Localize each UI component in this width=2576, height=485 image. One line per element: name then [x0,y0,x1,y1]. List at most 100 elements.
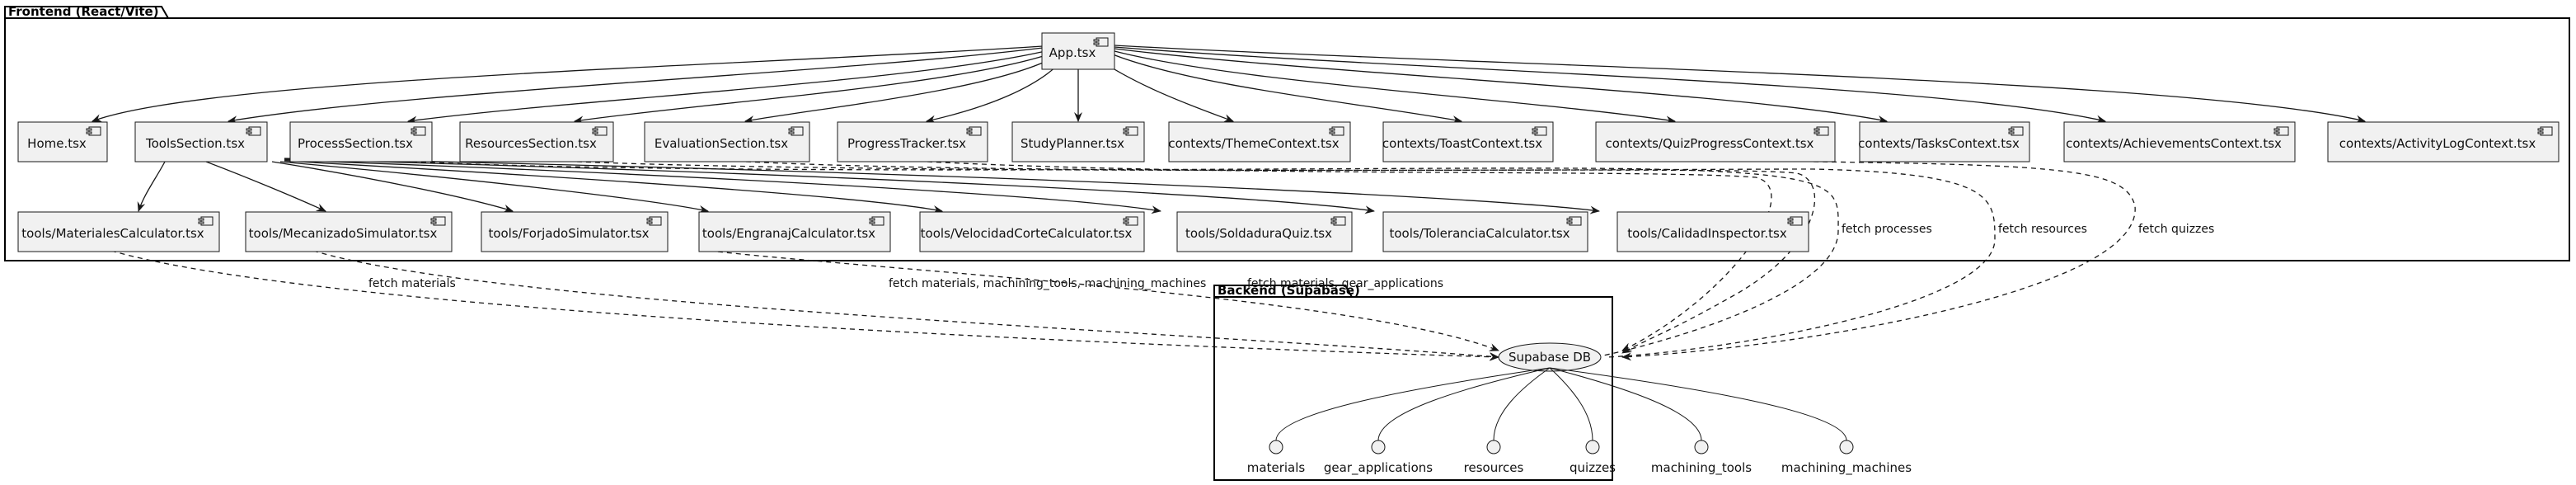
component-box [17,211,220,252]
component-tolerancia-calc[interactable]: tools/ToleranciaCalculator.tsx [1382,211,1588,252]
component-soldadura-quiz[interactable]: tools/SoldaduraQuiz.tsx [1176,211,1353,252]
component-forjado-sim[interactable]: tools/ForjadoSimulator.tsx [481,211,669,252]
component-icon [592,126,608,136]
component-calidad-inspector[interactable]: tools/CalidadInspector.tsx [1616,211,1809,252]
edge-app-tasks [1114,48,1888,124]
component-quiz-progress-context[interactable]: contexts/QuizProgressContext.tsx [1595,121,1836,162]
component-icon [86,126,101,136]
component-theme-context[interactable]: contexts/ThemeContext.tsx [1168,121,1351,162]
edge-label-fetch-machining: fetch materials, machining_tools, machin… [889,277,1206,290]
component-box [1168,121,1351,162]
db-table-label: quizzes [1570,460,1616,475]
component-label: tools/VelocidadCorteCalculator.tsx [921,226,1133,241]
component-materiales-calc[interactable]: tools/MaterialesCalculator.tsx [17,211,220,252]
supabase-db[interactable]: Supabase DB [1498,342,1602,372]
component-label: contexts/QuizProgressContext.tsx [1606,136,1814,151]
edge-quiz-db [1621,161,2136,361]
edge-process-db [411,161,1839,357]
component-icon [246,126,261,136]
component-box [1382,211,1588,252]
db-table-quizzes[interactable]: quizzes [1549,367,1616,475]
edge-label-fetch-processes: fetch processes [1842,223,1932,236]
component-label: tools/MecanizadoSimulator.tsx [249,226,438,241]
component-box [245,211,453,252]
component-engranaj-calc[interactable]: tools/EngranajCalculator.tsx [698,211,891,252]
frontend-package-title: Frontend (React/Vite) [8,4,159,19]
edge-app-process [407,50,1046,125]
component-icon [1814,126,1829,136]
component-evaluation-section[interactable]: EvaluationSection.tsx [644,121,810,162]
db-table-label: resources [1464,460,1524,475]
edge-resources-db [576,161,1996,358]
component-icon [2273,126,2289,136]
component-icon [1123,216,1138,226]
component-label: tools/ForjadoSimulator.tsx [488,226,649,241]
component-label: tools/CalidadInspector.tsx [1627,226,1787,241]
component-tools-section[interactable]: ToolsSection.tsx [134,121,268,162]
edge-app-resources [574,54,1049,125]
component-label: contexts/AchievementsContext.tsx [2066,136,2282,151]
component-toast-context[interactable]: contexts/ToastContext.tsx [1382,121,1554,162]
component-tasks-context[interactable]: contexts/TasksContext.tsx [1858,121,2030,162]
db-table-link [1549,367,1593,441]
component-label: StudyPlanner.tsx [1021,136,1124,151]
component-box [459,121,614,162]
component-achievements-context[interactable]: contexts/AchievementsContext.tsx [2063,121,2296,162]
edge-mecanizado-db [312,250,1499,361]
component-mecanizado-sim[interactable]: tools/MecanizadoSimulator.tsx [245,211,453,252]
component-home[interactable]: Home.tsx [17,121,108,162]
db-table-link [1549,367,1702,441]
edge-materiales-db [110,250,1499,361]
component-icon [1532,126,1547,136]
component-label: ProcessSection.tsx [298,136,413,151]
component-label: tools/SoldaduraQuiz.tsx [1185,226,1332,241]
component-study-planner[interactable]: StudyPlanner.tsx [1011,121,1145,162]
edge-label-fetch-gear: fetch materials, gear_applications [1247,277,1443,290]
edge-app-activity [1114,45,2366,124]
edge-tools-materiales [137,161,166,212]
component-box [1595,121,1836,162]
component-label: contexts/ToastContext.tsx [1382,136,1542,151]
component-box [134,121,268,162]
component-box [2063,121,2296,162]
edge-tools-tolerancia [284,158,1375,214]
component-icon [1093,37,1109,47]
component-label: tools/EngranajCalculator.tsx [702,226,875,241]
component-label: contexts/ThemeContext.tsx [1168,136,1339,151]
component-box [1176,211,1353,252]
backend-package: Backend (Supabase) [1213,283,1613,481]
component-icon [198,216,213,226]
db-table-link [1493,367,1551,441]
db-table-machining-tools[interactable]: machining_tools [1549,367,1752,476]
component-box [1011,121,1145,162]
component-icon [1329,126,1344,136]
component-icon [411,126,426,136]
db-table-resources[interactable]: resources [1464,367,1551,475]
component-box [2327,121,2560,162]
component-app[interactable]: App.tsx [1041,32,1115,70]
db-table-label: machining_machines [1781,460,1912,476]
component-box [644,121,810,162]
component-box [1859,121,2030,162]
db-table-machining-machines[interactable]: machining_machines [1549,367,1912,476]
component-process-section[interactable]: ProcessSection.tsx [289,121,433,162]
db-table-label: machining_tools [1651,460,1752,476]
component-progress-tracker[interactable]: ProgressTracker.tsx [837,121,988,162]
edge-tools-soldadura [284,159,1161,214]
db-table-label: gear_applications [1324,460,1433,476]
db-table-gear-applications[interactable]: gear_applications [1324,367,1551,476]
component-icon [966,126,982,136]
component-resources-section[interactable]: ResourcesSection.tsx [459,121,614,162]
component-icon [1566,216,1582,226]
db-table-materials[interactable]: materials [1247,367,1551,475]
component-activity-log-context[interactable]: contexts/ActivityLogContext.tsx [2327,121,2560,162]
backend-package-title: Backend (Supabase) [1218,283,1360,298]
component-icon [1787,216,1803,226]
interface-circle-icon [1694,440,1709,454]
interface-circle-icon [1269,440,1283,454]
component-velocidad-calc[interactable]: tools/VelocidadCorteCalculator.tsx [919,211,1145,252]
fetch-edges [110,161,2136,361]
db-table-link [1549,367,1847,441]
component-box [698,211,891,252]
supabase-db-label: Supabase DB [1509,350,1591,365]
